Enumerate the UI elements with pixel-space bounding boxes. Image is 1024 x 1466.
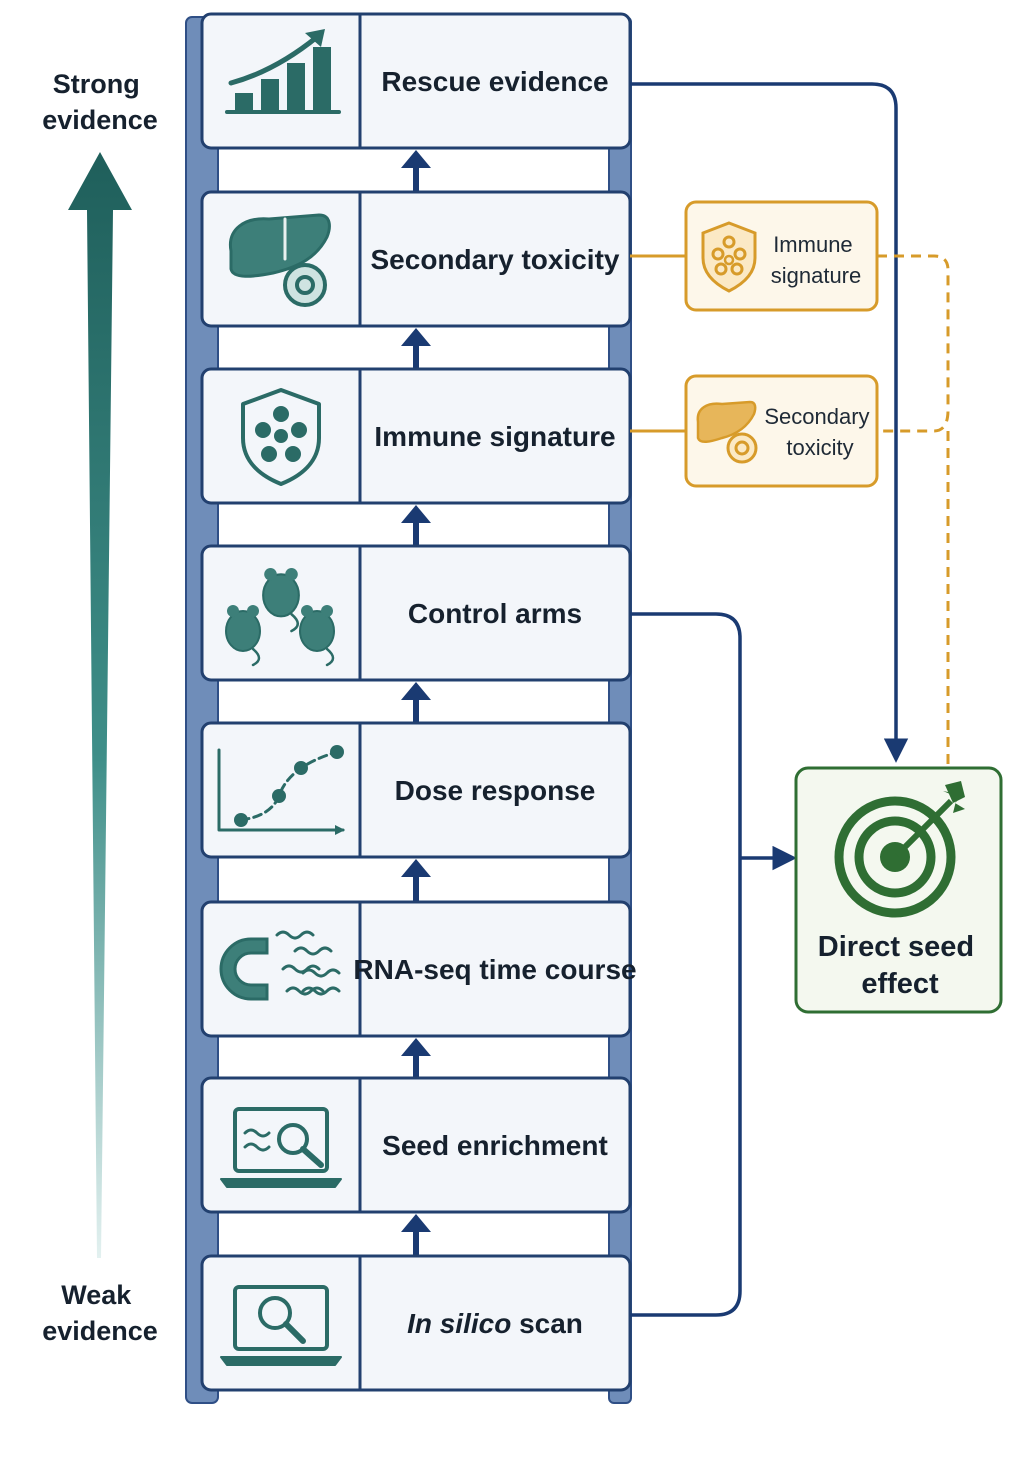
up-arrow bbox=[401, 1038, 431, 1078]
side-connectors bbox=[630, 254, 950, 766]
side-box-immune-label: Immune signature bbox=[771, 232, 862, 288]
immune-shield-icon bbox=[701, 221, 757, 293]
up-arrow bbox=[401, 859, 431, 902]
step-secondary-toxicity: Secondary toxicity bbox=[200, 190, 632, 328]
step-rna-seq-time-course: RNA-seq time course bbox=[200, 900, 637, 1038]
side-box-secondary-toxicity: Secondary toxicity bbox=[684, 374, 879, 488]
step-label: Dose response bbox=[395, 775, 596, 806]
rescue-to-target-connector bbox=[630, 82, 909, 763]
step-label: RNA-seq time course bbox=[353, 954, 636, 985]
weak-evidence-label: Weak evidence bbox=[42, 1280, 158, 1346]
step-in-silico-scan: In silico scan bbox=[200, 1254, 632, 1392]
step-label: Control arms bbox=[408, 598, 582, 629]
laptop-search-icon bbox=[220, 1285, 342, 1366]
strong-evidence-label: Strong evidence bbox=[42, 69, 158, 135]
step-control-arms: Control arms bbox=[200, 544, 632, 682]
control-insilico-bracket bbox=[630, 612, 742, 1317]
magnet-transcripts-icon bbox=[219, 930, 341, 1001]
up-arrow bbox=[401, 682, 431, 723]
step-label: Immune signature bbox=[374, 421, 615, 452]
direct-seed-effect-label: Direct seed effect bbox=[818, 931, 982, 1000]
mice-icon bbox=[225, 568, 335, 667]
step-immune-signature: Immune signature bbox=[200, 367, 632, 505]
direct-seed-effect-box: Direct seed effect bbox=[794, 766, 1003, 1014]
rising-bar-chart-icon bbox=[225, 29, 341, 114]
step-label: Rescue evidence bbox=[381, 66, 608, 97]
laptop-search-waves-icon bbox=[220, 1107, 342, 1188]
side-box-toxicity-label: Secondary toxicity bbox=[764, 404, 875, 460]
side-box-immune-signature: Immune signature bbox=[684, 200, 879, 312]
dashed-side-to-target-connector bbox=[877, 254, 950, 766]
evidence-gradient-arrow bbox=[68, 152, 132, 1258]
step-seed-enrichment: Seed enrichment bbox=[200, 1076, 632, 1214]
bullseye-target-icon bbox=[834, 781, 965, 918]
up-arrow bbox=[401, 150, 431, 192]
step-label: Seed enrichment bbox=[382, 1130, 608, 1161]
step-dose-response: Dose response bbox=[200, 721, 632, 859]
liver-cell-icon bbox=[696, 400, 758, 464]
step-label: Secondary toxicity bbox=[371, 244, 620, 275]
ladder-left-rail bbox=[185, 16, 219, 1404]
evidence-axis: Strong evidence Weak evidence bbox=[42, 69, 158, 1346]
ladder-up-arrows bbox=[401, 150, 431, 1256]
up-arrow bbox=[401, 328, 431, 369]
step-rescue-evidence: Rescue evidence bbox=[200, 12, 632, 150]
dose-curve-icon bbox=[217, 745, 345, 835]
step-label: In silico scan bbox=[407, 1308, 583, 1339]
up-arrow bbox=[401, 1214, 431, 1256]
up-arrow bbox=[401, 505, 431, 546]
liver-cell-icon bbox=[228, 213, 331, 307]
ladder-rails bbox=[185, 16, 632, 1404]
navy-connectors bbox=[630, 82, 909, 1317]
immune-shield-icon bbox=[241, 388, 321, 486]
